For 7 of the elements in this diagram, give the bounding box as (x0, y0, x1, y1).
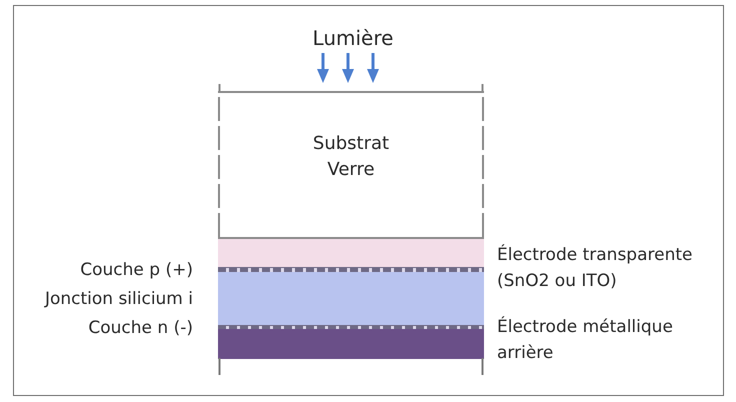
layer-label: Électrode métallique arrière (497, 315, 674, 365)
layer-label: Couche n (-) (87, 317, 193, 340)
layer-label: Couche p (+) (79, 259, 193, 282)
layer-label: Électrode transparente (SnO2 ou ITO) (497, 243, 694, 293)
light-label: Lumière (312, 26, 394, 50)
layer-label: Substrat Verre (312, 132, 390, 182)
layer-label: Jonction silicium i (43, 288, 193, 311)
